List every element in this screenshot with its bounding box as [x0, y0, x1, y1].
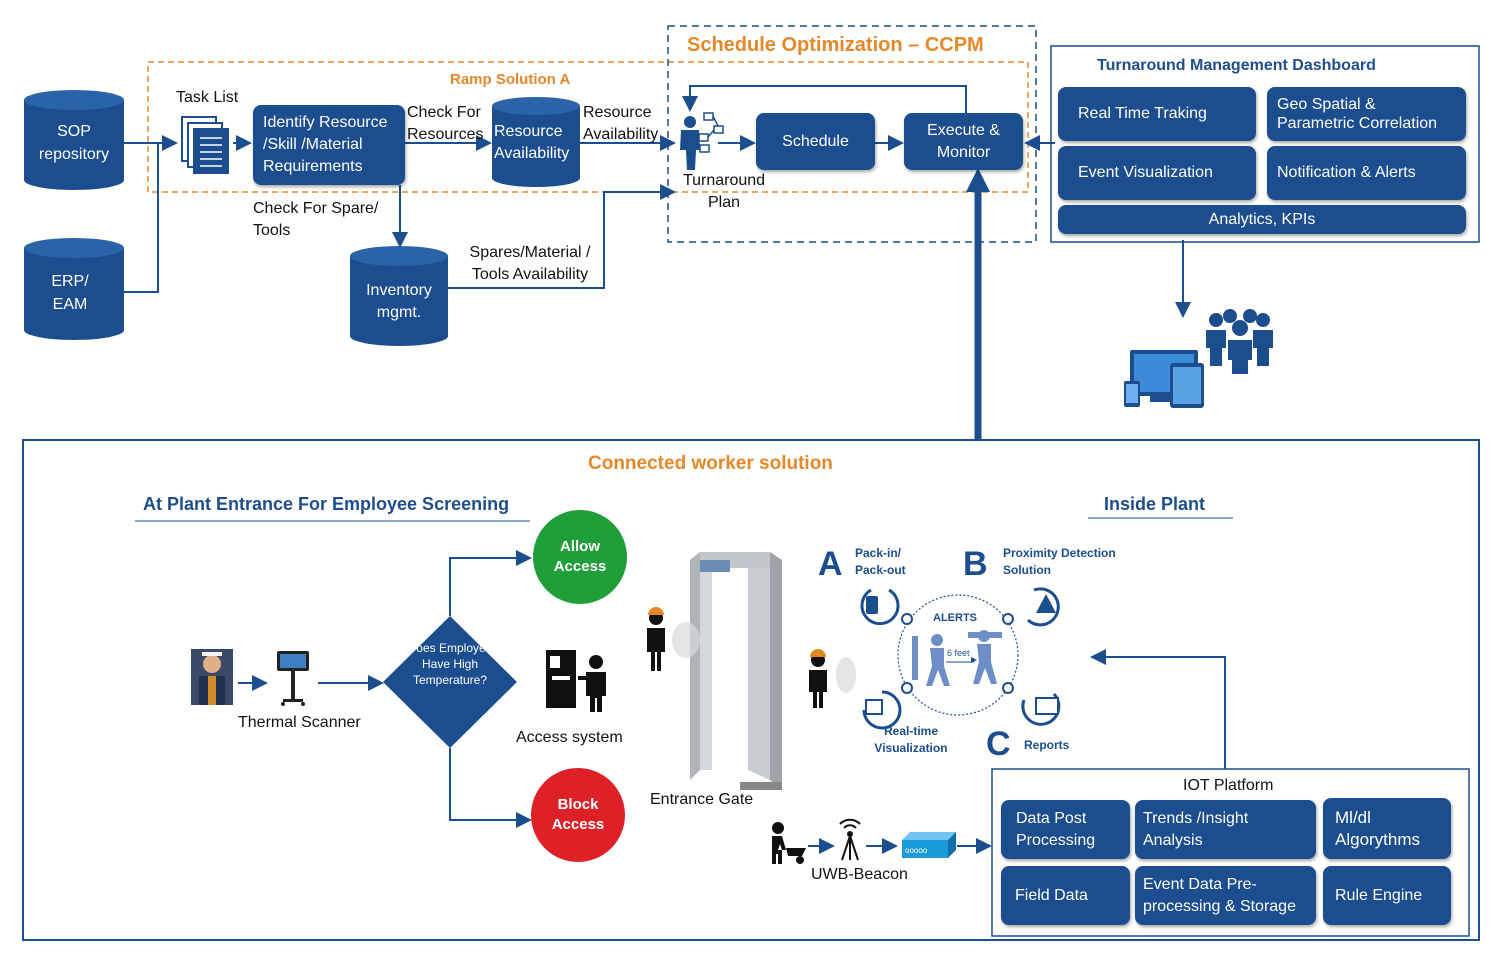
notification-alerts-box[interactable]: Notification & Alerts: [1267, 146, 1466, 200]
real-time-tracking-box[interactable]: Real Time Traking: [1058, 87, 1256, 141]
rule-engine-box[interactable]: Rule Engine: [1323, 866, 1451, 925]
task-list-label: Task List: [176, 89, 239, 106]
iot-platform-title: IOT Platform: [1183, 777, 1274, 794]
beacon-device-icon: ooooo: [902, 832, 956, 858]
access-system-label: Access system: [516, 729, 623, 746]
realtime-visualization-label: Real-time Visualization: [874, 724, 948, 755]
sop-database-icon: [24, 90, 124, 190]
allow-access-circle: [533, 510, 627, 604]
worker-border: [22, 439, 1480, 941]
svg-text:ooooo: ooooo: [905, 846, 928, 855]
event-data-box[interactable]: Event Data Pre-processing & Storage: [1135, 866, 1316, 925]
worker-silhouette-icon-2: [809, 649, 827, 708]
proximity-ring: [897, 594, 1019, 716]
decision-diamond: [383, 616, 517, 748]
decision-label: Does Employee Have High Temperature?: [407, 641, 493, 687]
proximity-label: Proximity Detection Solution: [1003, 546, 1116, 577]
planner-person-icon: [680, 112, 724, 170]
access-system-icon: [546, 650, 606, 712]
check-spare-label: Check For Spare/ Tools: [253, 200, 379, 239]
proximity-alert-icon: [1026, 587, 1060, 627]
ml-dl-box[interactable]: Ml/dl Algorythms: [1323, 798, 1451, 859]
erp-database-icon: [24, 238, 124, 340]
block-access-circle: [531, 768, 625, 862]
devices-icon: [1124, 350, 1204, 408]
allow-access-label: Allow Access: [553, 538, 607, 575]
turnaround-plan-label: Turnaround Plan: [682, 172, 766, 211]
inventory-database-icon: [350, 246, 448, 346]
ramp-solution-title: Ramp Solution A: [450, 71, 571, 88]
execute-monitor-box[interactable]: Execute & Monitor: [904, 113, 1023, 170]
resource-availability-label: Resource Availability: [583, 104, 659, 143]
schedule-box[interactable]: Schedule: [756, 113, 875, 170]
pack-in-label: Pack-in/ Pack-out: [855, 546, 906, 577]
resource-database-icon: [492, 97, 580, 187]
worker-photo-icon: [191, 649, 233, 705]
thermal-scanner-label: Thermal Scanner: [238, 714, 361, 731]
pack-in-icon: [860, 588, 900, 626]
uwb-beacon-label: UWB-Beacon: [811, 866, 908, 883]
reports-label: Reports: [1024, 738, 1070, 752]
entrance-gate-icon: [690, 552, 782, 790]
ccpm-title: Schedule Optimization – CCPM: [687, 34, 984, 56]
realtime-visualization-icon: [862, 690, 902, 730]
alerts-label: ALERTS: [933, 612, 977, 624]
dashboard-title: Turnaround Management Dashboard: [1097, 57, 1376, 74]
spares-availability-label: Spares/Material / Tools Availability: [469, 244, 591, 283]
users-group-icon: [1206, 309, 1273, 374]
check-resources-label: Check For Resources: [407, 104, 484, 143]
analytics-kpis-box[interactable]: Analytics, KPIs: [1058, 205, 1466, 234]
ramp-solution-border: [147, 61, 1029, 193]
letter-a: A: [818, 545, 843, 583]
letter-c: C: [986, 725, 1011, 763]
uwb-antenna-icon: [839, 818, 861, 861]
field-data-box[interactable]: Field Data: [1001, 866, 1130, 925]
worker-silhouette-icon: [647, 607, 665, 671]
six-feet-label: 6 feet: [947, 648, 970, 658]
block-access-label: Block Access: [551, 796, 605, 833]
identify-resource-box[interactable]: Identify Resource /Skill /Material Requi…: [253, 105, 405, 185]
connected-worker-title: Connected worker solution: [588, 453, 833, 474]
entrance-screening-title: At Plant Entrance For Employee Screening: [143, 494, 510, 514]
letter-b: B: [963, 545, 988, 583]
erp-eam-label: ERP/ EAM: [51, 273, 89, 313]
inside-plant-title: Inside Plant: [1104, 494, 1206, 514]
sop-repository-label: SOP repository: [38, 123, 110, 163]
inventory-label: Inventory mgmt.: [366, 282, 432, 321]
trends-insight-box[interactable]: Trends /Insight Analysis: [1135, 800, 1316, 859]
proximity-workers-icon: [912, 630, 1002, 686]
thermal-scanner-icon: [277, 651, 309, 706]
data-post-processing-box[interactable]: Data Post Processing: [1001, 800, 1130, 859]
entrance-gate-label: Entrance Gate: [650, 791, 754, 808]
geo-spatial-box[interactable]: Geo Spatial & Parametric Correlation: [1267, 87, 1466, 141]
iot-border: [991, 768, 1470, 937]
resource-availability-db-label: Resource Availability: [494, 123, 570, 162]
reports-icon: [1021, 692, 1061, 726]
task-list-icon: [181, 116, 229, 174]
wheelbarrow-worker-icon: [772, 822, 806, 864]
event-visualization-box[interactable]: Event Visualization: [1058, 146, 1256, 200]
ccpm-border: [667, 25, 1037, 243]
